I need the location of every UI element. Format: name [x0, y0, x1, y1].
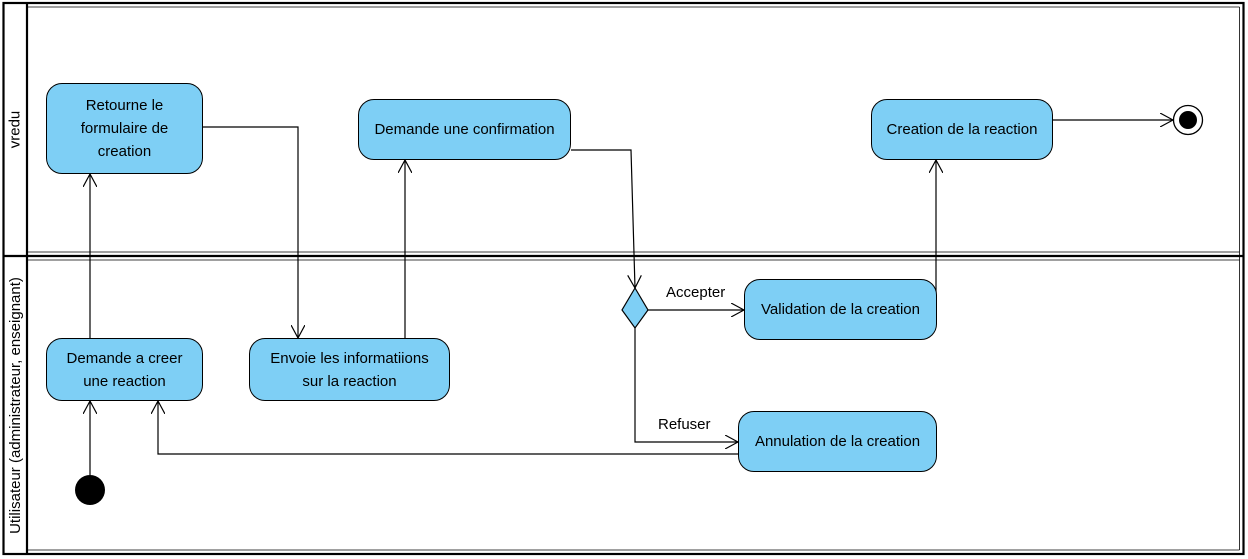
lane-label-system: vredu — [6, 110, 24, 149]
guard-label-accepter: Accepter — [666, 284, 726, 301]
initial-node — [75, 475, 105, 505]
action-annulation-creation: Annulation de la creation — [738, 411, 937, 472]
edge-annulation-to-demande — [158, 401, 738, 455]
action-validation-creation: Validation de la creation — [744, 279, 937, 340]
edge-confirmation-to-decision — [571, 149, 635, 288]
edge-retourne-to-envoie — [203, 126, 298, 338]
guard-label-refuser: Refuser — [658, 416, 711, 433]
action-retourne-formulaire: Retourne le formulaire de creation — [46, 83, 203, 174]
action-demande-creer: Demande a creer une reaction — [46, 338, 203, 401]
decision-node — [621, 286, 649, 330]
edge-decision-to-annulation — [634, 327, 738, 442]
lane-label-user: Utilisateur (administrateur, enseignant) — [6, 276, 24, 534]
final-node — [1172, 104, 1204, 136]
action-envoie-informations: Envoie les informatiions sur la reaction — [249, 338, 450, 401]
action-demande-confirmation: Demande une confirmation — [358, 99, 571, 160]
action-creation-reaction: Creation de la reaction — [871, 99, 1053, 160]
